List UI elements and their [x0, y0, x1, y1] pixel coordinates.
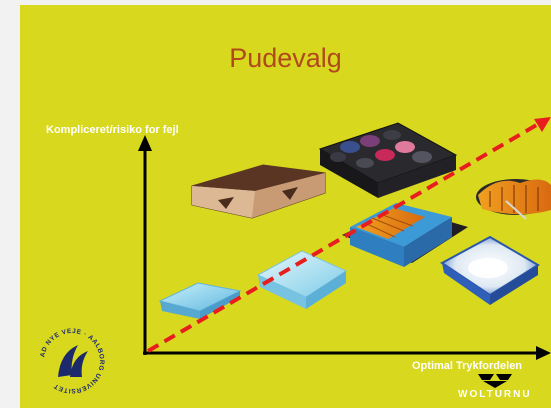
- black-air-cell-cushion: [318, 122, 458, 198]
- brand-name: WOLTURNU: [458, 389, 532, 400]
- gel-cushion-light-blue: [256, 250, 348, 309]
- trend-arrowhead: [534, 117, 551, 132]
- cushion-diagram: [138, 117, 551, 388]
- x-axis-arrowhead: [536, 346, 551, 360]
- orange-air-cushion: [476, 179, 551, 220]
- orange-blue-foam-cushion: [342, 203, 468, 267]
- foam-wedge-cushion: [158, 282, 242, 319]
- seal-wave-1: [58, 345, 78, 377]
- seal-wave-2: [70, 351, 88, 377]
- y-axis-arrowhead: [138, 135, 152, 151]
- wolturnus-logo-icon: [478, 374, 512, 388]
- white-blue-gel-cushion: [440, 235, 540, 305]
- x-axis-label: Optimal Trykfordelen: [412, 360, 523, 372]
- slide-title: Pudevalg: [229, 43, 342, 73]
- aalborg-university-logo: AD NYE VEJE · AALBORG UNIVERSITET: [39, 328, 104, 394]
- slide: Pudevalg: [20, 5, 551, 408]
- y-axis-label: Kompliceret/risiko for fejl: [46, 124, 179, 136]
- brown-foam-cushion: [191, 164, 326, 219]
